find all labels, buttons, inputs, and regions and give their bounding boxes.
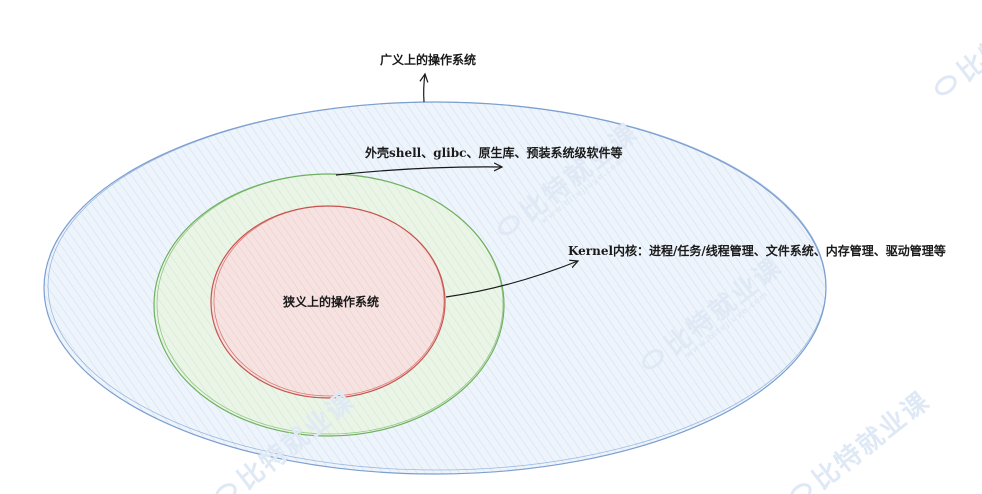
arrow-to-shell-label <box>335 167 502 176</box>
arrow-to-kernel-label <box>445 261 578 298</box>
broad-os-label: 广义上的操作系统 <box>380 53 477 67</box>
inner-circle-kernel <box>210 205 446 399</box>
kernel-layer-label: Kernel内核：进程/任务/线程管理、文件系统、内存管理、驱动管理等 <box>568 244 946 258</box>
shell-layer-label: 外壳shell、glibc、原生库、预装系统级软件等 <box>365 146 623 160</box>
narrow-os-label: 狭义上的操作系统 <box>283 295 380 309</box>
arrow-to-broad-os-label <box>424 74 425 103</box>
